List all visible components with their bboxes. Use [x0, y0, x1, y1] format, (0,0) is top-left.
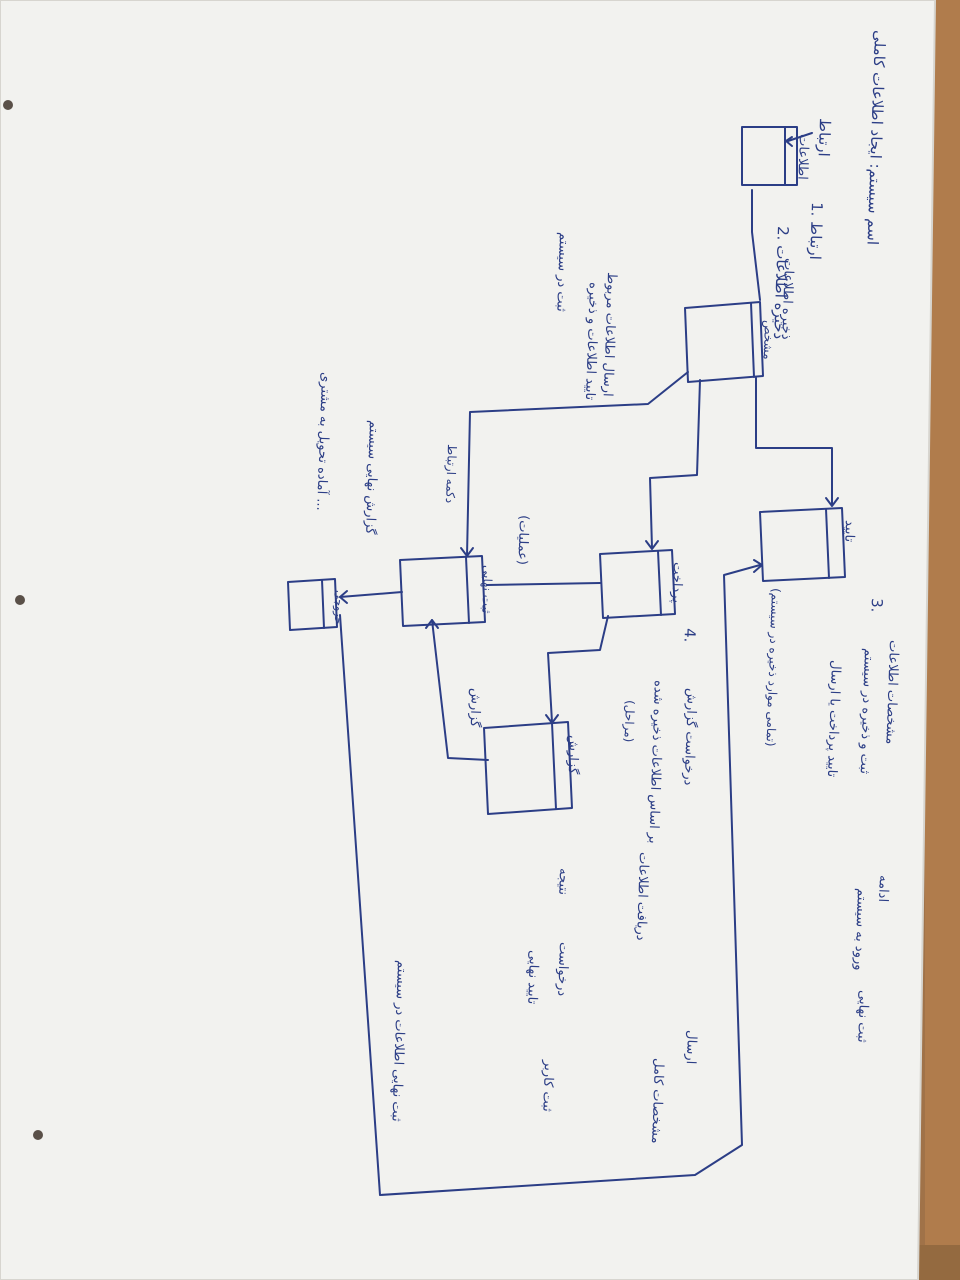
label-bottom-c: مشخصات کامل [648, 1058, 666, 1144]
arrowhead [645, 540, 659, 550]
label-lower-r2: بر اساس اطلاعات ذخیره شده [645, 680, 666, 844]
box-divider [465, 556, 470, 624]
box-right-frame [759, 507, 846, 582]
label-bottom-f: ثبت کاربر [539, 1059, 556, 1113]
paper-sheet [0, 0, 935, 1280]
arrowhead [339, 590, 348, 604]
box-label-bottom: گزارش [565, 735, 582, 775]
label-bottom-b: ارسال [683, 1030, 699, 1065]
connector-top-center [751, 189, 761, 301]
box-left-frame [399, 555, 486, 627]
label-start: ارتباط [815, 118, 834, 157]
label-top-middle: ذخیره اطلاعات [778, 258, 796, 340]
label-lower-r1: درخواست گزارش [681, 688, 700, 786]
box-label-center: مشخص [760, 320, 776, 360]
label-left-mid-c: ثبت در سیستم [553, 232, 571, 312]
label-left-mid-a: ارسال اطلاعات مربوط [600, 272, 619, 397]
connector-middle-left [486, 582, 601, 586]
label-step3: 3. [868, 598, 886, 613]
box-small-frame [287, 578, 338, 631]
arrowhead [785, 136, 793, 147]
box-label-middle: پرداخت [669, 562, 685, 604]
connector-left-small [339, 591, 403, 598]
arrowhead [460, 547, 474, 557]
box-top-frame [741, 126, 798, 186]
connector-center-middle [649, 379, 701, 549]
label-r-note2: دریافت اطلاعات [633, 852, 651, 941]
arrowhead [425, 619, 439, 629]
box-divider [825, 508, 830, 579]
label-bottom-g: ثبت نهایی اطلاعات در سیستم [388, 960, 409, 1122]
binder-hole [3, 100, 13, 110]
box-label-left: ثبت نهایی [479, 565, 495, 614]
label-step4: 4. [681, 628, 699, 643]
connector-center-left [466, 371, 689, 557]
label-step1: 1. ارتباط [806, 202, 826, 260]
label-arrow-note: ادامه [875, 875, 891, 902]
label-right-c: تایید پرداخت یا ارسال [824, 660, 843, 778]
connector-start [787, 132, 813, 142]
label-report: گزارش [467, 688, 484, 728]
label-paren-note: (عملیات) [514, 515, 531, 565]
diagram-lines [287, 126, 846, 1196]
label-lower-left-b: آماده تحویل به مشتری ... [313, 372, 335, 511]
box-divider [750, 302, 755, 378]
binder-hole [15, 595, 25, 605]
label-bottom-e: تایید نهایی [524, 950, 541, 1005]
arrowhead [753, 559, 763, 573]
box-divider [657, 550, 662, 616]
connector-bottom-left [431, 619, 489, 761]
connector-center-right [755, 377, 833, 506]
label-right-a: مشخصات اطلاعات [882, 640, 901, 745]
box-divider [551, 722, 557, 810]
label-r-note1: ورود به سیستم [851, 888, 869, 971]
box-bottom-frame [483, 721, 573, 815]
box-middle-frame [599, 549, 676, 619]
label-bottom-a: ثبت نهایی [854, 990, 871, 1043]
binder-hole [33, 1130, 43, 1140]
label-lower-r3: (مراحل) [621, 700, 637, 743]
connector-middle-bottom [547, 615, 609, 723]
label-bottom-d: درخواست [554, 942, 571, 997]
label-left-mid-b: تایید اطلاعات و ذخیره [582, 282, 601, 401]
label-left-small: دکمه ارتباط [442, 444, 459, 504]
label-step2: 2. ذخیره اطلاعات [770, 226, 792, 340]
box-label-right: تایید [841, 520, 857, 543]
connector-feedback-loop [339, 564, 761, 1196]
label-right-b: ثبت و ذخیره در سیستم [857, 648, 876, 775]
box-divider [321, 579, 325, 629]
label-lower-left-a: گزارش نهایی سیستم [362, 420, 382, 536]
label-r-note3: نتیجه [555, 868, 571, 895]
arrowhead [545, 714, 559, 724]
box-label-top: اطلاعات [794, 134, 811, 180]
box-label-small: خروجی [332, 590, 346, 625]
box-center-frame [684, 301, 764, 383]
arrowhead [825, 497, 839, 507]
